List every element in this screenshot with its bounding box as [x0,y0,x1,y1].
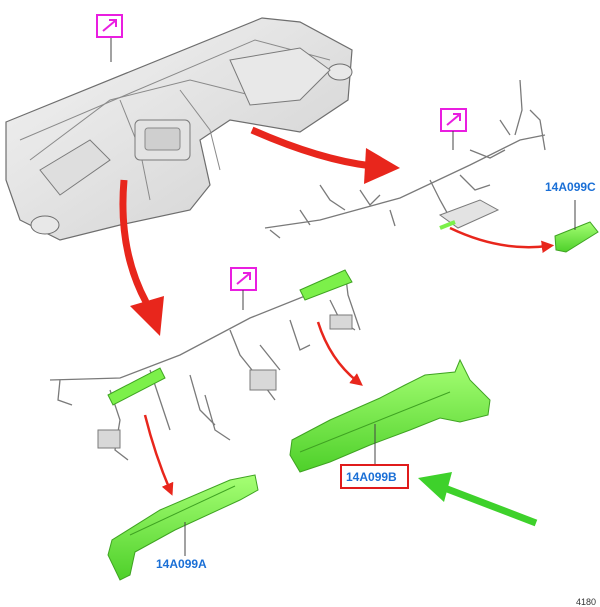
pointer-arrow [418,472,538,527]
part-14a099b [289,358,491,473]
part-label-c: 14A099C [545,180,596,194]
bracket-c-preview [438,199,500,230]
flow-arrow [316,321,363,386]
wiring-harness-upper [264,79,546,239]
flow-arrow [119,179,164,336]
reference-number: 4180 [576,597,596,607]
part-14a099a [107,474,259,581]
harness-connectors [97,269,353,449]
magnify-callout-icon [96,14,123,38]
part-label-a: 14A099A [156,557,207,571]
flow-arrow [449,226,555,253]
dashboard-assembly [5,17,353,241]
magnify-callout-icon [230,267,257,310]
part-14a099c [554,200,599,253]
part-label-b: 14A099B [346,470,397,484]
flow-arrow [143,414,174,496]
highlight-box [340,464,409,489]
flow-arrow [250,126,400,184]
magnify-callout-icon [440,108,467,150]
